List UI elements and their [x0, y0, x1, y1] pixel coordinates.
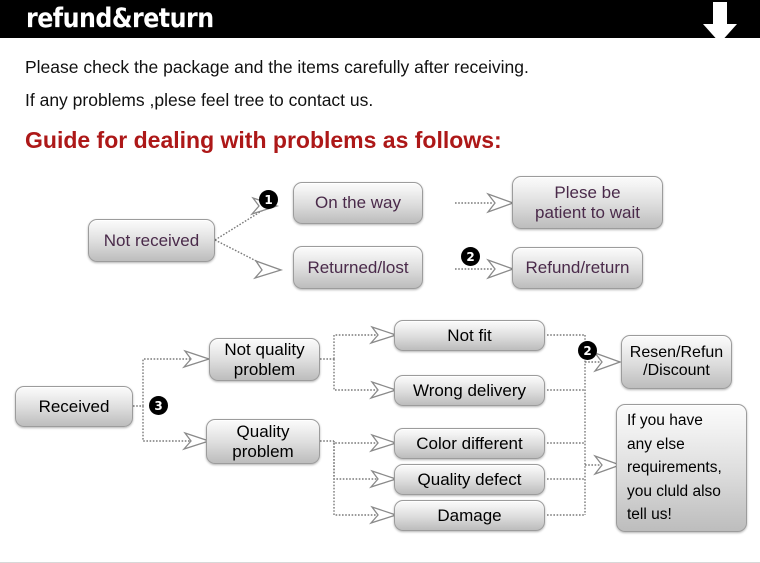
box-not-received[interactable]: Not received [88, 219, 215, 262]
box-line: Not quality [224, 340, 305, 360]
box-on-the-way[interactable]: On the way [293, 182, 423, 224]
badge-2-bottom: 2 [578, 341, 597, 360]
box-quality-problem[interactable]: Quality problem [206, 419, 320, 464]
box-reason-quality-defect[interactable]: Quality defect [394, 464, 545, 495]
box-line: /Discount [643, 362, 710, 379]
box-line: requirements, [627, 459, 722, 477]
box-returned-lost[interactable]: Returned/lost [293, 246, 423, 289]
box-line: Plese be [554, 183, 621, 203]
box-line: you cluld also [627, 482, 721, 500]
box-line: If you have [627, 412, 703, 430]
badge-2-top: 2 [461, 247, 480, 266]
intro-line-2: If any problems ,plese feel tree to cont… [25, 90, 374, 110]
box-outcome-note[interactable]: If you have any else requirements, you c… [616, 404, 747, 532]
box-line: patient to wait [535, 202, 640, 222]
box-line: tell us! [627, 506, 672, 524]
box-line: Quality [236, 422, 290, 442]
badge-1: 1 [259, 190, 278, 209]
box-reason-wrong-delivery[interactable]: Wrong delivery [394, 375, 545, 406]
header-bar: refund&return [0, 0, 760, 38]
box-line: any else [627, 435, 685, 453]
box-refund-return[interactable]: Refund/return [512, 247, 643, 289]
page-title: refund&return [26, 3, 214, 34]
box-please-be-patient[interactable]: Plese be patient to wait [512, 176, 663, 229]
down-arrow-icon [703, 2, 737, 43]
box-received[interactable]: Received [15, 386, 133, 427]
box-reason-not-fit[interactable]: Not fit [394, 320, 545, 351]
guide-heading: Guide for dealing with problems as follo… [25, 127, 502, 153]
box-outcome-resend-refund-discount[interactable]: Resen/Refun /Discount [621, 335, 732, 389]
box-line: Resen/Refun [629, 344, 724, 362]
box-reason-color-different[interactable]: Color different [394, 428, 545, 459]
box-not-quality-problem[interactable]: Not quality problem [209, 338, 320, 381]
box-line: problem [232, 441, 294, 461]
box-line: problem [233, 359, 296, 379]
badge-3: 3 [149, 396, 168, 415]
intro-line-1: Please check the package and the items c… [25, 57, 529, 77]
box-reason-damage[interactable]: Damage [394, 500, 545, 531]
